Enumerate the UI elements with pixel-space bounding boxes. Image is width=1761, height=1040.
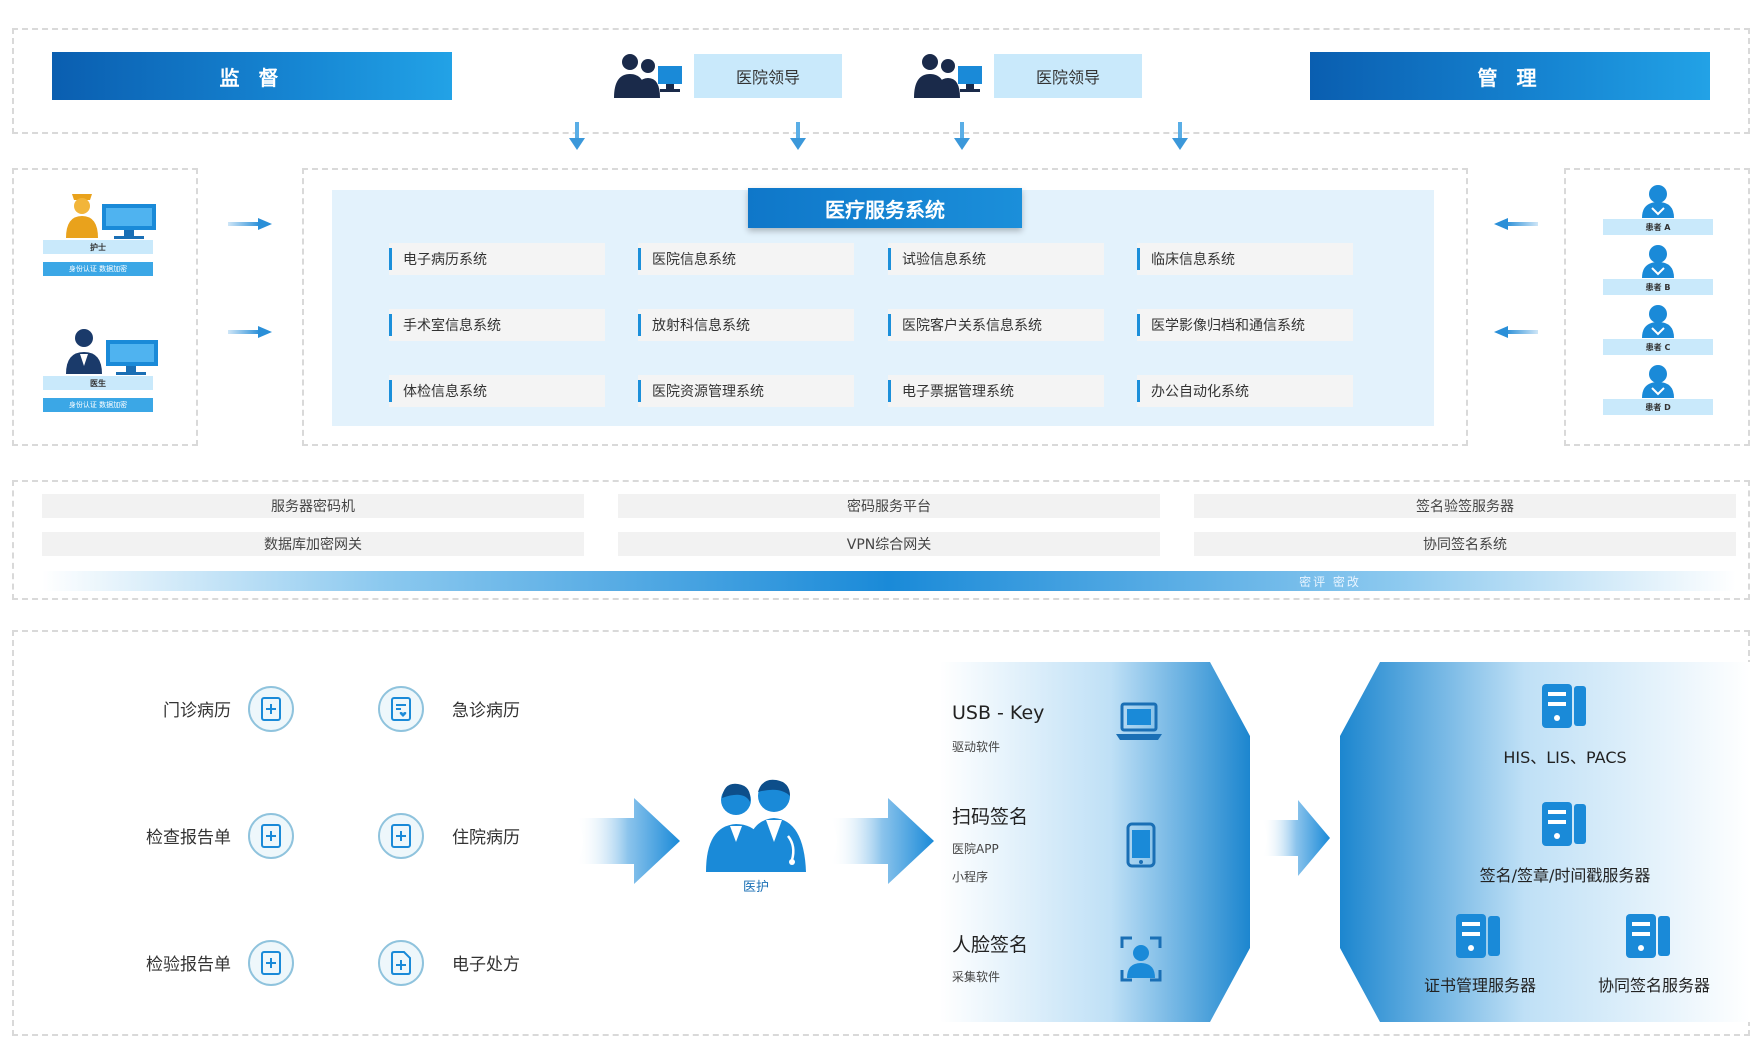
document-heart-icon: [378, 686, 424, 732]
system-item: 医院客户关系信息系统: [888, 309, 1104, 341]
server-icon: [1626, 914, 1670, 958]
signing-method-sub: 医院APP: [952, 842, 999, 856]
doctor-sub-label: 身份认证 数据加密: [43, 398, 153, 412]
phone-icon: [1126, 822, 1156, 868]
patient-icon: [1642, 365, 1674, 398]
system-item: 办公自动化系统: [1137, 375, 1353, 407]
nurse-label: 护士: [43, 240, 153, 254]
patient-label: 患者 D: [1603, 399, 1713, 415]
patient-section-border: [1564, 168, 1750, 446]
laptop-icon: [1116, 702, 1162, 740]
system-item: 试验信息系统: [888, 243, 1104, 275]
signing-method-title: USB - Key: [952, 702, 1045, 724]
leader-group-icon: [614, 54, 682, 98]
crypto-item: VPN综合网关: [618, 532, 1160, 556]
signing-method-title: 人脸签名: [952, 934, 1029, 956]
server-label: 签名/签章/时间戳服务器: [1479, 866, 1651, 885]
patient-label: 患者 B: [1603, 279, 1713, 295]
flow-arrow-icon: [830, 798, 934, 884]
crypto-bar-label: 密评 密改: [1299, 575, 1361, 589]
doctor-label: 医生: [43, 376, 153, 390]
down-arrow-icon: [954, 122, 970, 150]
flow-arrow-icon: [1262, 800, 1330, 876]
document-plus-icon: [248, 686, 294, 732]
server-label: 证书管理服务器: [1423, 976, 1536, 995]
right-arrow-icon: [228, 326, 272, 338]
system-item: 体检信息系统: [389, 375, 605, 407]
signing-method-title: 扫码签名: [952, 806, 1029, 828]
crypto-gradient-bar: [42, 571, 1736, 591]
medical-staff-label: 医护: [742, 880, 769, 895]
server-icon: [1456, 914, 1500, 958]
hospital-leader-label: 医院领导: [994, 54, 1142, 98]
document-label: 电子处方: [452, 955, 520, 975]
down-arrow-icon: [1172, 122, 1188, 150]
crypto-item: 数据库加密网关: [42, 532, 584, 556]
server-icon: [1542, 684, 1586, 728]
medical-staff-icon: [706, 779, 806, 872]
signing-method-sub: 采集软件: [952, 970, 1001, 984]
flow-arrow-icon: [576, 798, 680, 884]
leader-group-icon: [914, 54, 982, 98]
crypto-section-border: [12, 480, 1750, 600]
document-label: 检查报告单: [146, 828, 231, 848]
document-label: 急诊病历: [452, 701, 520, 721]
system-item: 电子病历系统: [389, 243, 605, 275]
signing-methods-panel: [940, 662, 1250, 1022]
patient-icon: [1642, 305, 1674, 338]
system-section-border: [302, 168, 1468, 446]
crypto-item: 密码服务平台: [618, 494, 1160, 518]
left-arrow-icon: [1494, 218, 1538, 230]
system-item: 医院资源管理系统: [638, 375, 854, 407]
right-arrow-icon: [228, 218, 272, 230]
management-banner: 管 理: [1310, 52, 1710, 100]
nurse-icon: [66, 194, 156, 239]
document-label: 住院病历: [452, 828, 520, 848]
system-item: 医学影像归档和通信系统: [1137, 309, 1353, 341]
server-label: HIS、LIS、PACS: [1503, 748, 1627, 767]
system-item: 放射科信息系统: [638, 309, 854, 341]
supervision-banner: 监 督: [52, 52, 452, 100]
hospital-leader-label: 医院领导: [694, 54, 842, 98]
down-arrow-icon: [569, 122, 585, 150]
signing-method-sub: 小程序: [952, 870, 989, 884]
patient-label: 患者 C: [1603, 339, 1713, 355]
server-label: 协同签名服务器: [1597, 976, 1710, 995]
patient-icon: [1642, 245, 1674, 278]
crypto-item: 服务器密码机: [42, 494, 584, 518]
left-arrow-icon: [1494, 326, 1538, 338]
top-section-border: [12, 28, 1750, 134]
document-label: 门诊病历: [163, 701, 231, 721]
patient-icon: [1642, 185, 1674, 218]
document-plus-icon: [248, 813, 294, 859]
down-arrow-icon: [790, 122, 806, 150]
staff-section-border: [12, 168, 198, 446]
system-item: 手术室信息系统: [389, 309, 605, 341]
signing-method-sub: 驱动软件: [952, 740, 1001, 754]
face-scan-icon: [1120, 936, 1162, 982]
crypto-item: 协同签名系统: [1194, 532, 1736, 556]
document-plus-icon: [378, 940, 424, 986]
crypto-item: 签名验签服务器: [1194, 494, 1736, 518]
system-item: 医院信息系统: [638, 243, 854, 275]
doctor-icon: [66, 329, 158, 375]
document-plus-icon: [378, 813, 424, 859]
system-item: 电子票据管理系统: [888, 375, 1104, 407]
document-plus-icon: [248, 940, 294, 986]
document-label: 检验报告单: [146, 955, 231, 975]
patient-label: 患者 A: [1603, 219, 1713, 235]
nurse-sub-label: 身份认证 数据加密: [43, 262, 153, 276]
server-icon: [1542, 802, 1586, 846]
medical-system-title: 医疗服务系统: [748, 188, 1022, 228]
system-item: 临床信息系统: [1137, 243, 1353, 275]
